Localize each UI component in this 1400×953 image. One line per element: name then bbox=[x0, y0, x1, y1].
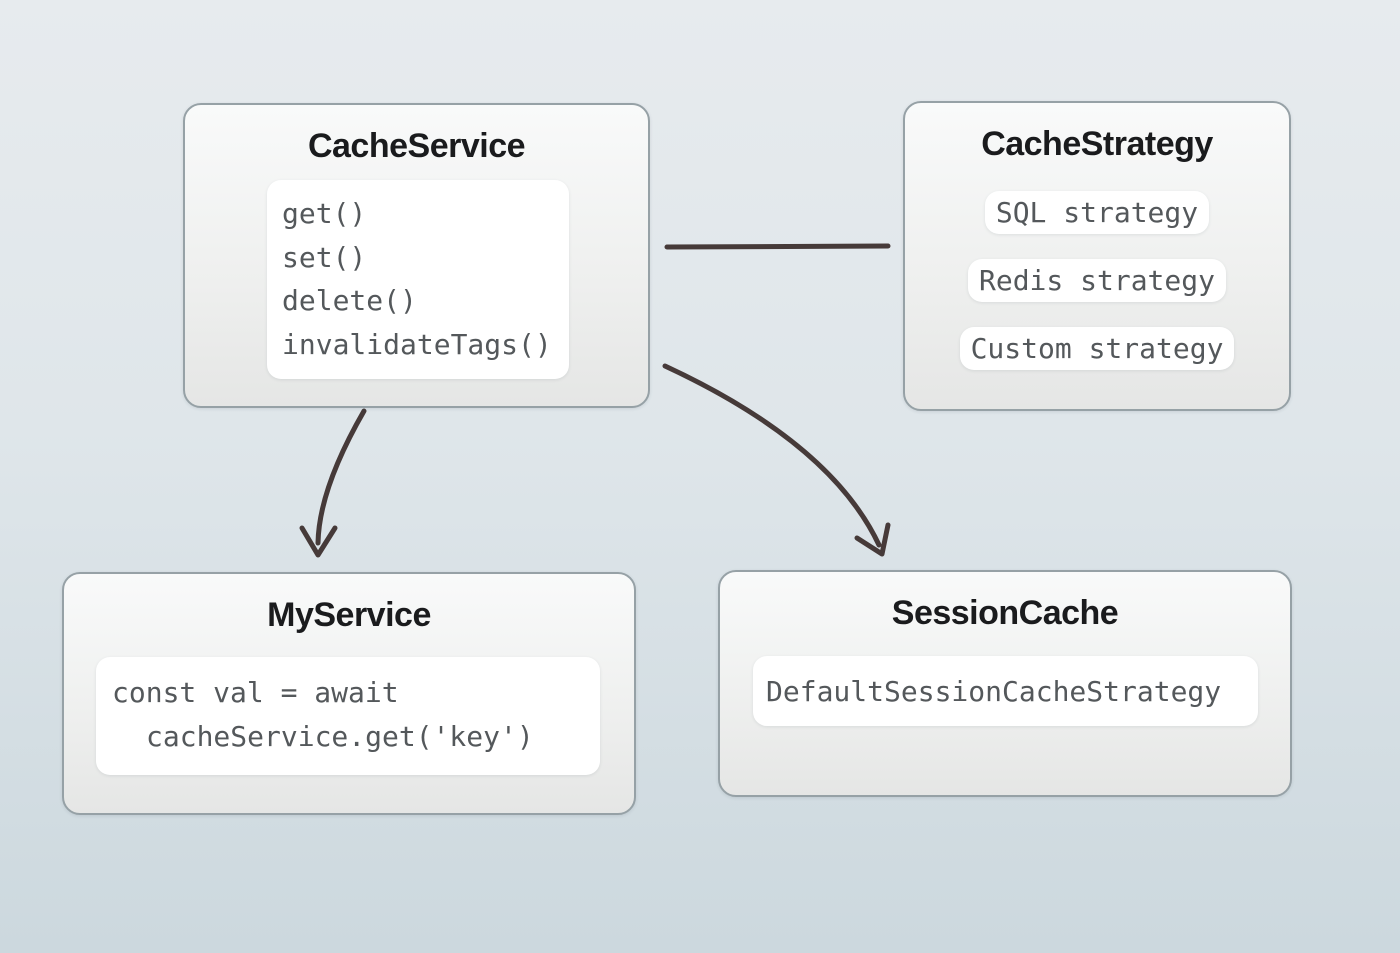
cacheservice-methods-block: get() set() delete() invalidateTags() bbox=[267, 180, 569, 379]
strategy-pill-sql: SQL strategy bbox=[984, 191, 1210, 234]
code-line-1: const val = await bbox=[112, 676, 399, 709]
cacheservice-title: CacheService bbox=[307, 127, 526, 165]
edge-cacheservice-to-cachestrategy bbox=[664, 243, 891, 250]
strategy-pill-redis: Redis strategy bbox=[967, 259, 1226, 302]
sessioncache-strategy-text: DefaultSessionCacheStrategy bbox=[766, 674, 1222, 708]
method-get: get() bbox=[282, 197, 367, 230]
arrowhead-to-myservice-icon bbox=[299, 525, 338, 558]
myservice-code-block: const val = await cacheService.get('key'… bbox=[96, 657, 600, 775]
cachestrategy-title: CacheStrategy bbox=[981, 125, 1213, 163]
sessioncache-strategy-block: DefaultSessionCacheStrategy bbox=[753, 656, 1258, 726]
method-invalidatetags: invalidateTags() bbox=[282, 327, 552, 361]
strategy-pill-stack: SQL strategy Redis strategy Custom strat… bbox=[905, 191, 1289, 370]
node-myservice: MyService const val = await cacheService… bbox=[62, 572, 636, 815]
arrowhead-to-sessioncache-icon bbox=[854, 522, 891, 557]
node-sessioncache: SessionCache DefaultSessionCacheStrategy bbox=[718, 570, 1292, 797]
node-cacheservice: CacheService get() set() delete() invali… bbox=[183, 103, 650, 408]
method-set: set() bbox=[282, 240, 367, 274]
myservice-title: MyService bbox=[267, 596, 431, 634]
node-cachestrategy: CacheStrategy SQL strategy Redis strateg… bbox=[903, 101, 1291, 411]
strategy-pill-custom: Custom strategy bbox=[959, 327, 1235, 370]
method-delete: delete() bbox=[282, 284, 417, 317]
sessioncache-title: SessionCache bbox=[891, 594, 1119, 632]
edge-cacheservice-to-sessioncache bbox=[662, 363, 882, 548]
edge-cacheservice-to-myservice bbox=[315, 408, 367, 546]
code-line-2: cacheService.get('key') bbox=[146, 720, 534, 753]
